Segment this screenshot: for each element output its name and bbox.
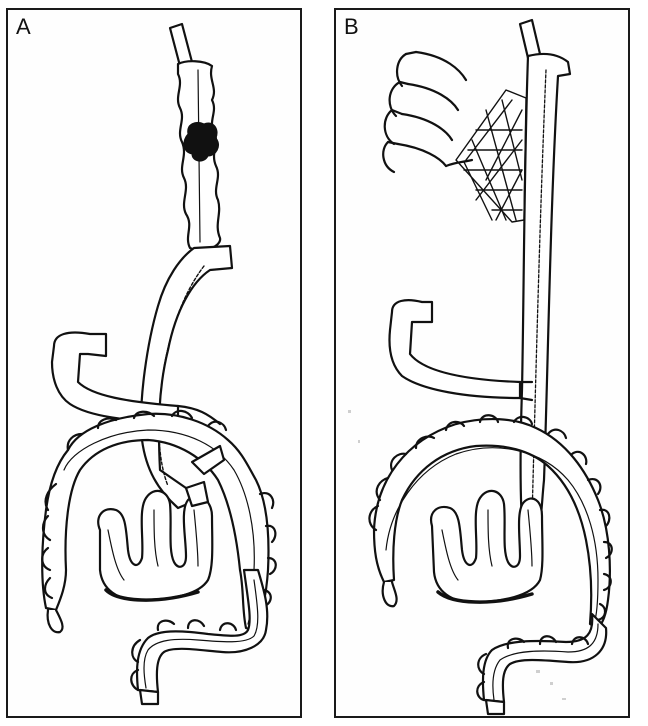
rectal-stump: [140, 690, 158, 704]
duodenum: [390, 300, 521, 398]
rectal-stump: [486, 700, 504, 714]
panel-a: A: [6, 8, 302, 718]
esophageal-stump: [520, 20, 540, 58]
mesh-graft: [456, 90, 526, 222]
panel-a-illustration: [8, 10, 300, 716]
esophageal-stump: [170, 24, 192, 66]
appendix: [48, 610, 63, 632]
descending-colon: [483, 614, 606, 702]
appendix: [383, 582, 397, 606]
panel-b-illustration: [336, 10, 628, 716]
small-intestine: [431, 491, 542, 602]
panel-b: B: [334, 8, 630, 718]
